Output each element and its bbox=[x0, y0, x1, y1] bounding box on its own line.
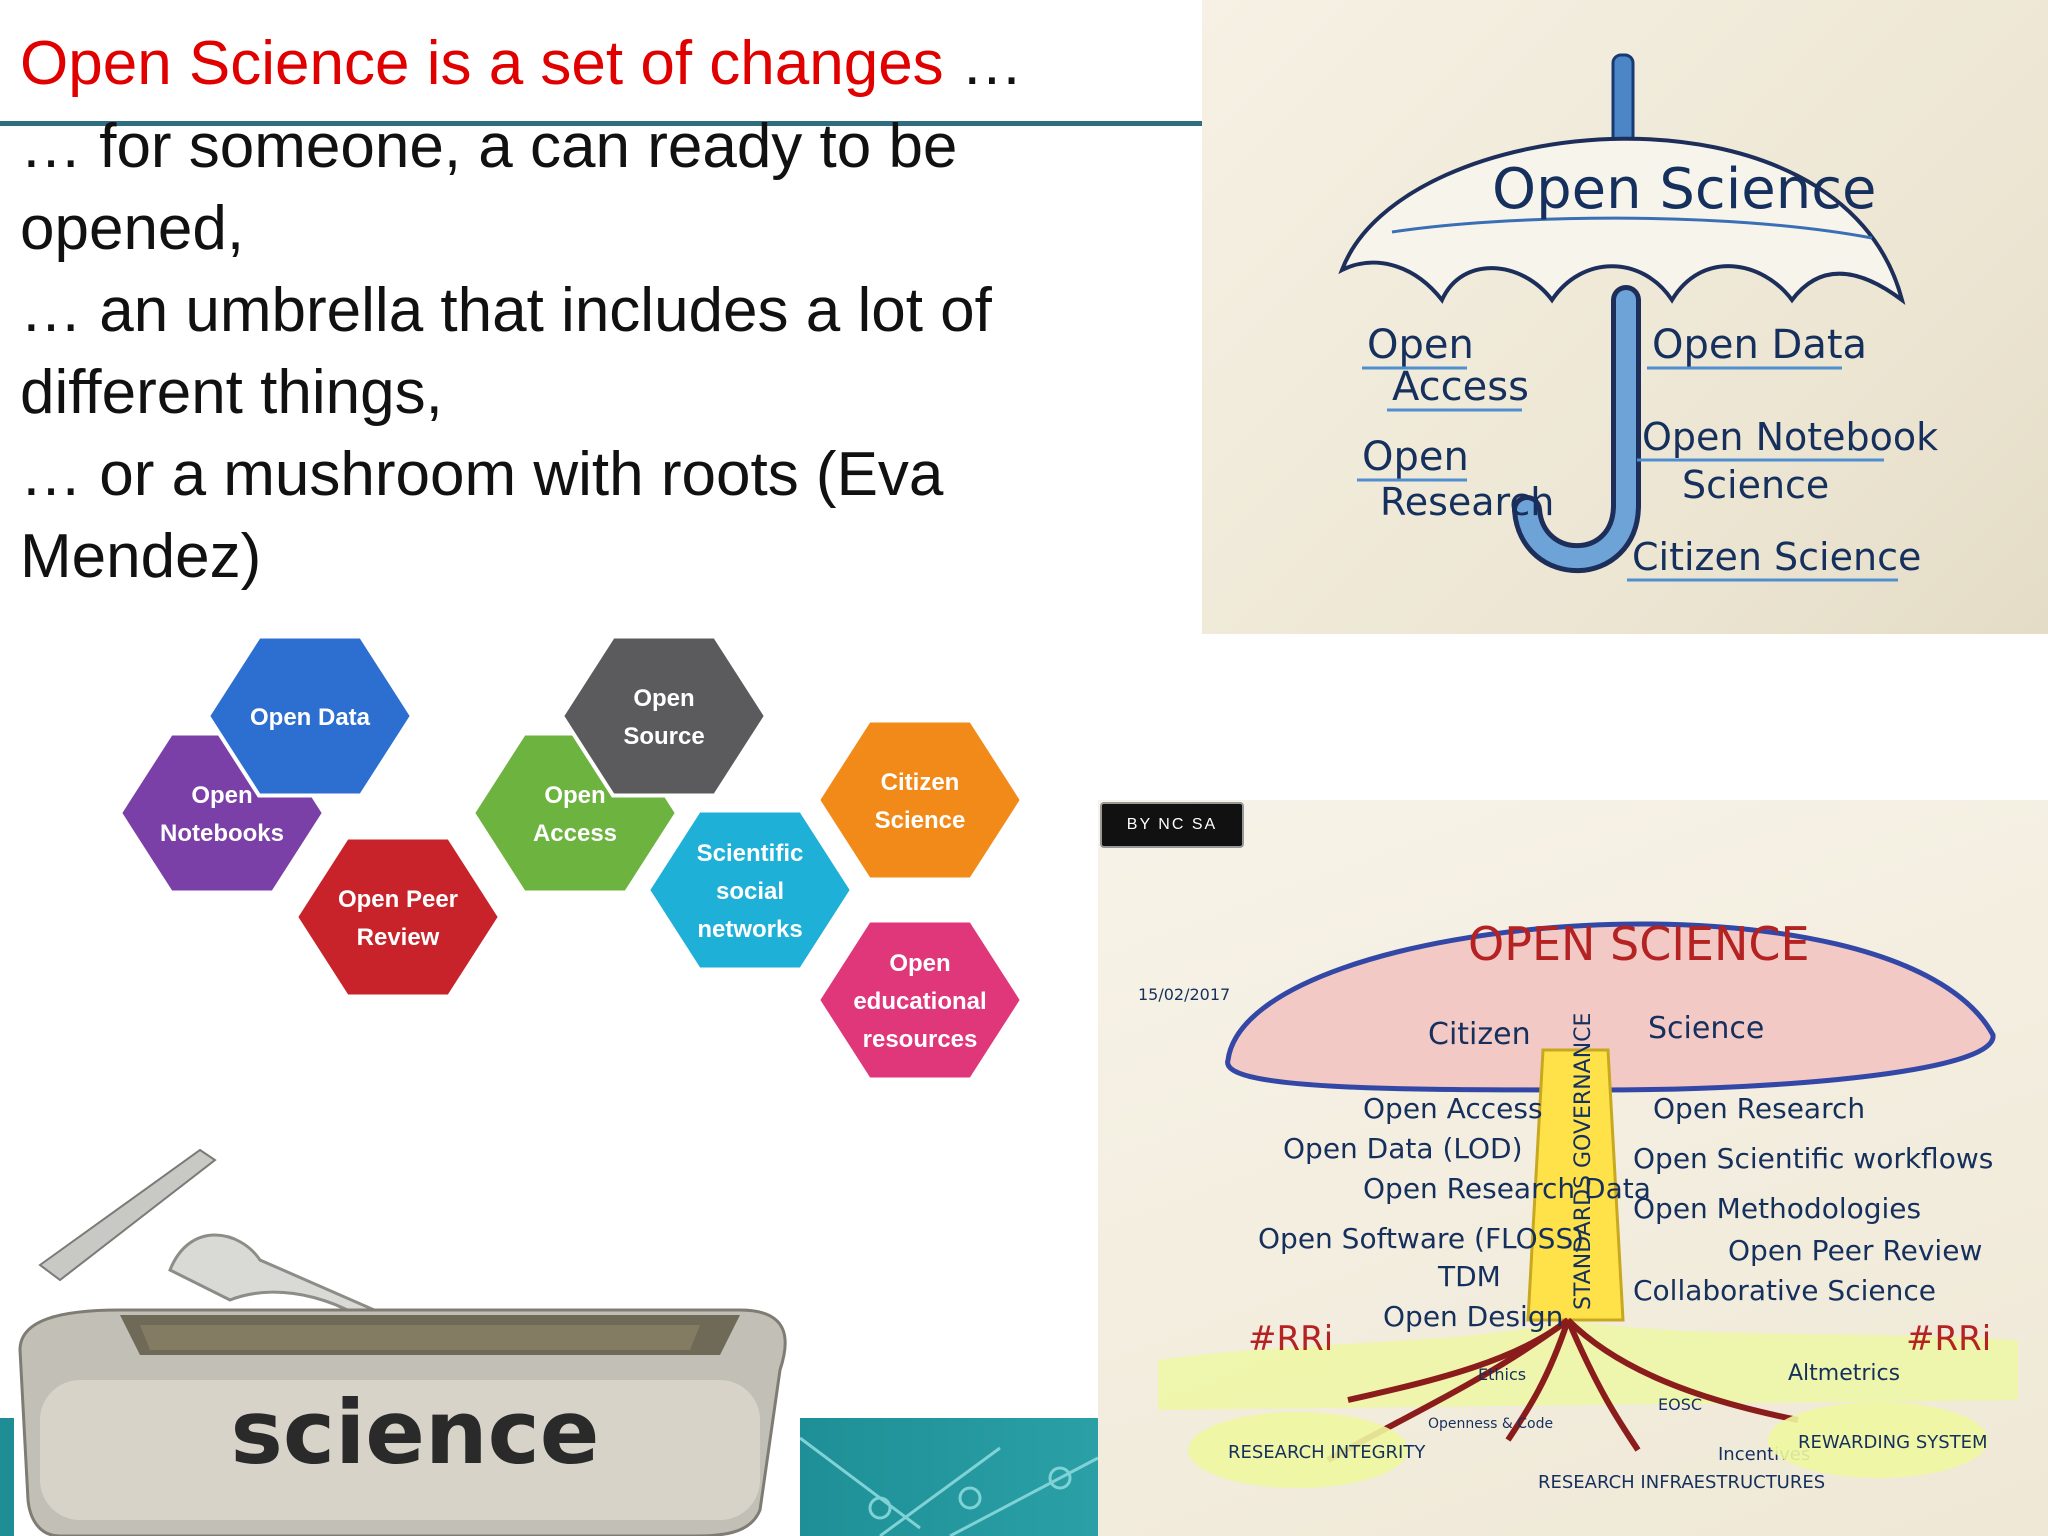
root-label: RESEARCH INFRAESTRUCTURES bbox=[1538, 1472, 1825, 1493]
mushroom-sketch: BY NC SA OPEN SCIENCE Citizen Science ST… bbox=[1098, 800, 2048, 1536]
cc-license-badge: BY NC SA bbox=[1100, 802, 1244, 848]
mushroom-item: Open Access bbox=[1363, 1092, 1543, 1125]
hexagon-label: Access bbox=[533, 820, 617, 847]
hexagon-tile bbox=[815, 918, 1025, 1082]
hexagon-label: Review bbox=[357, 924, 440, 951]
root-label: RESEARCH INTEGRITY bbox=[1228, 1442, 1426, 1463]
hexagon-label: Notebooks bbox=[160, 820, 284, 847]
hexagon-label: Open Peer bbox=[338, 886, 458, 913]
hexagon-label: Scientific bbox=[697, 840, 804, 867]
body-line: different things, bbox=[20, 358, 443, 427]
umbrella-label: Open Data bbox=[1652, 322, 1867, 368]
umbrella-label: Open bbox=[1367, 322, 1474, 368]
network-decoration bbox=[800, 1418, 1098, 1536]
hexagon-label: Science bbox=[875, 807, 966, 834]
slide-title-tail: … bbox=[943, 29, 1023, 98]
hexagon-label: Open bbox=[889, 950, 950, 977]
mushroom-item: TDM bbox=[1437, 1260, 1501, 1293]
hexagon-label: Citizen bbox=[881, 769, 960, 796]
mushroom-date: 15/02/2017 bbox=[1138, 985, 1230, 1004]
mushroom-item: Open Research bbox=[1653, 1092, 1865, 1125]
body-line: … or a mushroom with roots (Eva bbox=[20, 440, 944, 509]
mushroom-sub: Citizen bbox=[1428, 1017, 1531, 1052]
umbrella-label: Access bbox=[1392, 364, 1529, 410]
umbrella-label: Research bbox=[1380, 480, 1554, 524]
umbrella-sketch: Open Science Open Access Open Research O… bbox=[1202, 0, 2048, 634]
slide-title: Open Science is a set of changes … bbox=[20, 28, 1023, 100]
hexagon-label: Source bbox=[623, 723, 704, 750]
mushroom-item: Open Research Data bbox=[1363, 1172, 1651, 1205]
umbrella-label: Citizen Science bbox=[1632, 535, 1921, 579]
hexagon-tile bbox=[559, 634, 769, 798]
mushroom-item: Open Scientific workflows bbox=[1633, 1142, 1993, 1175]
rri-tag: #RRi bbox=[1906, 1319, 1991, 1359]
mushroom-title: OPEN SCIENCE bbox=[1468, 917, 1810, 971]
hexagon-tile bbox=[815, 718, 1025, 882]
can-label: science bbox=[231, 1381, 600, 1484]
slide-body: … for someone, a can ready to be opened,… bbox=[20, 106, 1200, 598]
root-label: EOSC bbox=[1658, 1395, 1702, 1414]
body-line: … an umbrella that includes a lot of bbox=[20, 276, 992, 345]
umbrella-title: Open Science bbox=[1492, 157, 1876, 222]
mushroom-item: Open Peer Review bbox=[1728, 1234, 1982, 1267]
mushroom-item: Open Software (FLOSS) bbox=[1258, 1222, 1584, 1255]
body-line: Mendez) bbox=[20, 522, 262, 591]
mushroom-item: Open Methodologies bbox=[1633, 1192, 1921, 1225]
hexagon-label: social bbox=[716, 878, 784, 905]
hexagon-label: educational bbox=[853, 988, 986, 1015]
mushroom-sub: Science bbox=[1648, 1011, 1764, 1046]
umbrella-label: Science bbox=[1682, 463, 1829, 507]
altmetrics-label: Altmetrics bbox=[1788, 1361, 1900, 1386]
root-label: Openness & Code bbox=[1428, 1416, 1553, 1432]
mushroom-item: Collaborative Science bbox=[1633, 1274, 1936, 1307]
body-line: opened, bbox=[20, 194, 245, 263]
umbrella-label: Open Notebook bbox=[1642, 415, 1938, 459]
body-line: … for someone, a can ready to be bbox=[20, 112, 958, 181]
hexagon-label: Open Data bbox=[250, 704, 371, 731]
mushroom-item: Open Design bbox=[1383, 1300, 1563, 1333]
root-label: Ethics bbox=[1478, 1365, 1526, 1384]
hexagon-label: Open bbox=[544, 782, 605, 809]
mushroom-item: Open Data (LOD) bbox=[1283, 1132, 1523, 1165]
hexagon-tile bbox=[205, 634, 415, 798]
mushroom-stem-label: STANDARDS GOVERNANCE bbox=[1571, 1013, 1596, 1310]
title-divider bbox=[0, 121, 1202, 126]
hexagon-tile bbox=[645, 808, 855, 972]
hexagon-label: resources bbox=[863, 1026, 978, 1053]
science-can-photo: science bbox=[0, 1110, 800, 1536]
hexagon-label: Open bbox=[191, 782, 252, 809]
hexagon-tile bbox=[293, 835, 503, 999]
rri-tag: #RRi bbox=[1248, 1319, 1333, 1359]
umbrella-label: Open bbox=[1362, 434, 1469, 480]
slide-title-red: Open Science is a set of changes bbox=[20, 29, 944, 98]
decorative-strip bbox=[0, 1418, 14, 1536]
hexagon-label: networks bbox=[697, 916, 802, 943]
root-label: REWARDING SYSTEM bbox=[1798, 1432, 1988, 1453]
hexagon-label: Open bbox=[633, 685, 694, 712]
